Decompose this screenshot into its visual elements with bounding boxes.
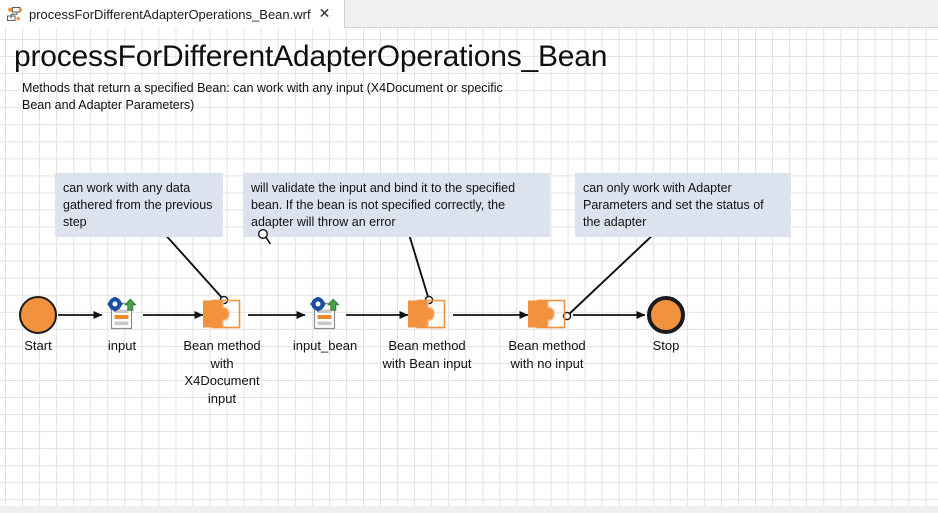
- node-label: input: [107, 338, 137, 353]
- node-bean-x4document[interactable]: [199, 296, 245, 334]
- comment-connector[interactable]: [407, 230, 430, 301]
- comment-connector[interactable]: [566, 231, 657, 317]
- editor-tab-title: processForDifferentAdapterOperations_Bea…: [29, 6, 311, 22]
- puzzle-piece-icon: [404, 296, 450, 339]
- comment-connector[interactable]: [161, 230, 225, 301]
- page-title: processForDifferentAdapterOperations_Bea…: [14, 40, 608, 73]
- comment-text: will validate the input and bind it to t…: [251, 181, 516, 229]
- document-gear-upload-icon: [308, 296, 342, 338]
- node-label: Bean method with Bean input: [382, 338, 472, 371]
- diagram-canvas[interactable]: processForDifferentAdapterOperations_Bea…: [0, 28, 938, 506]
- puzzle-piece-icon: [524, 296, 570, 339]
- workflow-diagram-icon: [6, 6, 23, 23]
- node-label: Bean method with X4Document input: [183, 338, 261, 406]
- node-start[interactable]: [19, 296, 57, 334]
- comment-text: can only work with Adapter Parameters an…: [583, 181, 764, 229]
- close-icon[interactable]: ✕: [318, 5, 331, 21]
- canvas-bottom-strip: [0, 506, 938, 513]
- stop-circle-icon: [647, 296, 685, 334]
- page-subtitle: Methods that return a specified Bean: ca…: [22, 81, 503, 112]
- comment-box[interactable]: will validate the input and bind it to t…: [243, 173, 550, 237]
- node-label: Start: [24, 338, 52, 353]
- editor-tab-bar: processForDifferentAdapterOperations_Bea…: [0, 0, 938, 28]
- comment-text: can work with any data gathered from the…: [63, 181, 213, 229]
- node-input-bean[interactable]: [308, 296, 342, 333]
- start-circle-icon: [19, 296, 57, 334]
- node-label: Stop: [652, 338, 680, 353]
- node-bean-no-input[interactable]: [524, 296, 570, 334]
- node-label: Bean method with no input: [508, 338, 586, 371]
- node-bean-bean-input[interactable]: [404, 296, 450, 334]
- puzzle-piece-icon: [199, 296, 245, 339]
- comment-box[interactable]: can only work with Adapter Parameters an…: [575, 173, 791, 237]
- node-label: input_bean: [292, 338, 358, 353]
- comment-box[interactable]: can work with any data gathered from the…: [55, 173, 223, 237]
- node-stop[interactable]: [647, 296, 685, 334]
- editor-tab-processfordifferentadapteroperations-bean[interactable]: processForDifferentAdapterOperations_Bea…: [0, 0, 345, 28]
- document-gear-upload-icon: [105, 296, 139, 338]
- node-input[interactable]: [105, 296, 139, 333]
